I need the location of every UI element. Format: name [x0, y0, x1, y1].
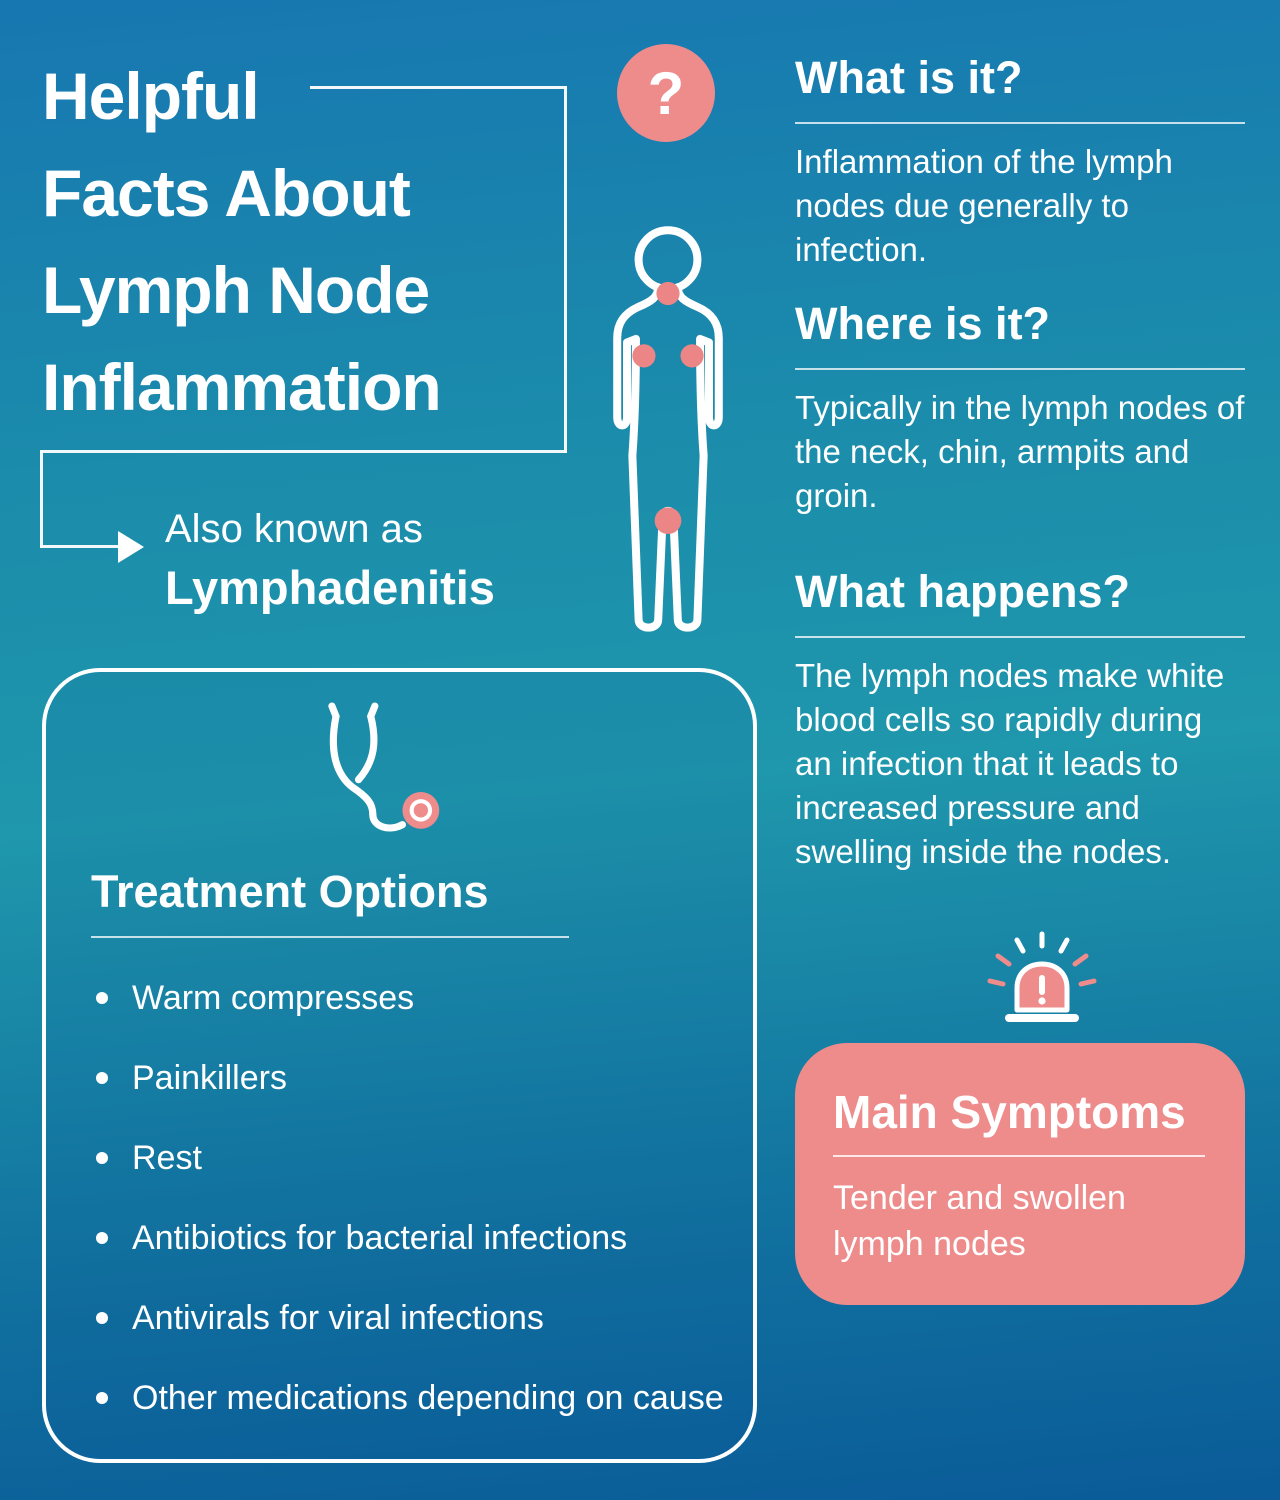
- figure-body-outline: [613, 283, 723, 632]
- section-heading: Where is it?: [795, 298, 1051, 349]
- main-symptoms-panel: Main Symptoms Tender and swollen lymph n…: [795, 1043, 1245, 1305]
- figure-head: [634, 226, 702, 294]
- title-frame-bottom: [40, 450, 567, 453]
- page-title: Helpful Facts About Lymph Node Inflammat…: [42, 48, 442, 436]
- lymph-node-dot-groin: [654, 507, 682, 535]
- condition-name: Lymphadenitis: [165, 561, 495, 614]
- stethoscope-diaphragm: [401, 791, 439, 829]
- arrow-icon: [118, 531, 144, 563]
- title-frame-right: [564, 86, 567, 453]
- treatment-list: Warm compresses Painkillers Rest Antibio…: [96, 978, 753, 1418]
- symptoms-heading: Main Symptoms: [833, 1086, 1186, 1138]
- treatment-options-panel: Treatment Options Warm compresses Painki…: [42, 668, 757, 1463]
- heading-underline: [91, 936, 569, 938]
- also-known-as-label: Also known as: [165, 507, 423, 551]
- question-icon: ?: [617, 44, 715, 142]
- body-figure-icon: [613, 226, 723, 632]
- heading-underline: [795, 368, 1245, 370]
- section-body: Typically in the lymph nodes of the neck…: [795, 389, 1245, 514]
- symptoms-body: Tender and swollen lymph nodes: [833, 1179, 1126, 1263]
- treatment-list-item: Rest: [96, 1138, 753, 1178]
- stethoscope-icon: [302, 702, 462, 840]
- title-line: Lymph Node: [42, 253, 430, 327]
- section-where-is-it: Where is it? Typically in the lymph node…: [795, 298, 1245, 518]
- heading-underline: [795, 122, 1245, 124]
- title-line: Helpful: [42, 59, 260, 133]
- treatment-list-item: Antibiotics for bacterial infections: [96, 1218, 753, 1258]
- treatment-list-item: Antivirals for viral infections: [96, 1298, 753, 1338]
- title-frame-top: [310, 86, 567, 89]
- section-heading: What is it?: [795, 52, 1023, 103]
- alarm-icon: [972, 928, 1112, 1040]
- section-what-is-it: What is it? Inflammation of the lymph no…: [795, 52, 1245, 272]
- lymph-node-dot-right-armpit: [680, 344, 704, 368]
- treatment-list-item: Warm compresses: [96, 978, 753, 1018]
- section-body: Inflammation of the lymph nodes due gene…: [795, 143, 1173, 268]
- treatment-list-item: Painkillers: [96, 1058, 753, 1098]
- heading-underline: [833, 1155, 1205, 1157]
- section-what-happens: What happens? The lymph nodes make white…: [795, 566, 1245, 874]
- question-mark-glyph: ?: [647, 59, 685, 127]
- lymph-node-dot-neck: [656, 281, 680, 306]
- section-heading: What happens?: [795, 566, 1130, 617]
- title-line: Inflammation: [42, 350, 442, 424]
- treatment-list-item: Other medications depending on cause: [96, 1378, 753, 1418]
- title-line: Facts About: [42, 156, 411, 230]
- treatment-heading: Treatment Options: [91, 866, 489, 917]
- lymph-node-dot-left-armpit: [632, 344, 656, 368]
- arrow-connector-vertical: [40, 450, 43, 548]
- arrow-shaft: [40, 545, 120, 548]
- section-body: The lymph nodes make white blood cells s…: [795, 657, 1225, 870]
- heading-underline: [795, 636, 1245, 638]
